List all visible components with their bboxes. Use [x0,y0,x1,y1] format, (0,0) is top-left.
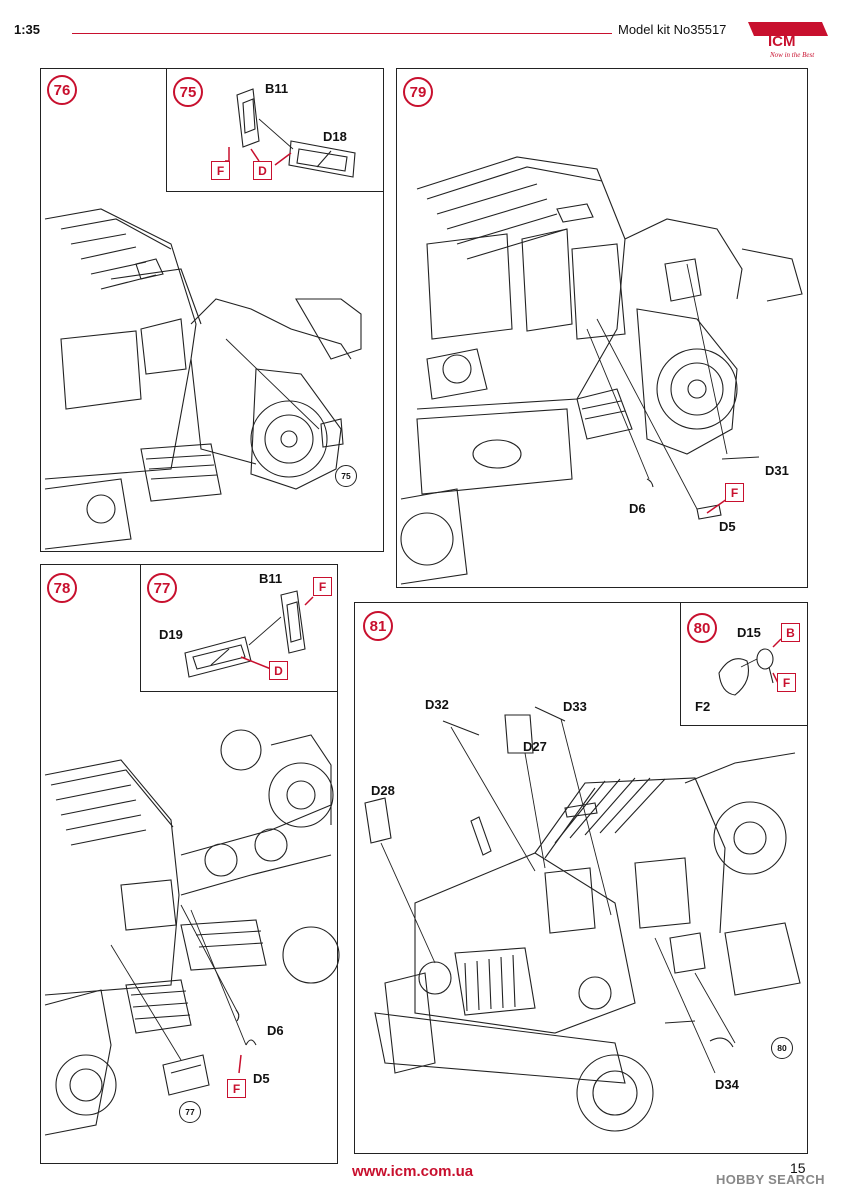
part-label-d18: D18 [323,129,347,144]
step-number-badge: 79 [403,77,433,107]
truck-cab-illustration [44,208,362,550]
part-label-d15: D15 [737,625,761,640]
model-kit-number: Model kit No35517 [618,22,727,37]
part-label-b11: B11 [259,571,283,586]
part-label-d34: D34 [715,1077,739,1092]
part-label-d5: D5 [719,519,736,534]
part-label-d6: D6 [629,501,646,516]
svg-text:ICM: ICM [768,33,796,50]
step-reference-circle: 77 [179,1101,201,1123]
sprue-tag-d: D [269,661,288,680]
part-label-f2: F2 [695,699,711,714]
mirror-assembly-illustration [225,88,356,178]
sprue-tag-b: B [781,623,800,642]
scale-label: 1:35 [14,22,41,37]
mirror-assembly-illustration [184,590,314,678]
sprue-tag-f: F [777,673,796,692]
truck-cab-illustration [400,156,803,585]
part-label-d33: D33 [563,699,587,714]
step-79-panel: 79 D31 D6 D5 F [396,68,808,588]
step-80-inset: 80 D15 F2 B F [680,602,808,726]
header-rule [72,33,612,34]
part-label-d31: D31 [765,463,789,478]
step-77-inset: 77 B11 D19 F D [140,564,338,692]
part-label-b11: B11 [265,81,289,96]
svg-text:Now in the Best: Now in the Best [769,51,815,59]
sprue-tag-f: F [725,483,744,502]
step-number-badge: 76 [47,75,77,105]
step-number-badge: 81 [363,611,393,641]
step-number-badge: 78 [47,573,77,603]
truck-cab-illustration [44,729,340,1136]
step-75-inset: 75 B11 D18 F D [166,68,384,192]
part-label-d6: D6 [267,1023,284,1038]
truck-front-illustration [364,706,801,1132]
part-label-d28: D28 [371,783,395,798]
step-number-badge: 75 [173,77,203,107]
icm-logo: ICM Now in the Best [742,14,834,62]
part-label-d32: D32 [425,697,449,712]
sprue-tag-f: F [211,161,230,180]
step-number-badge: 80 [687,613,717,643]
footer-website-link[interactable]: www.icm.com.ua [352,1163,474,1180]
page-number: 15 [790,1160,806,1176]
part-label-d27: D27 [523,739,547,754]
sprue-tag-f: F [227,1079,246,1098]
step-reference-circle: 75 [335,465,357,487]
step-reference-circle: 80 [771,1037,793,1059]
light-assembly-illustration [718,638,782,696]
part-label-d19: D19 [159,627,183,642]
sprue-tag-f: F [313,577,332,596]
part-label-d5: D5 [253,1071,270,1086]
watermark: HOBBY SEARCH [716,1172,825,1187]
sprue-tag-d: D [253,161,272,180]
step-number-badge: 77 [147,573,177,603]
